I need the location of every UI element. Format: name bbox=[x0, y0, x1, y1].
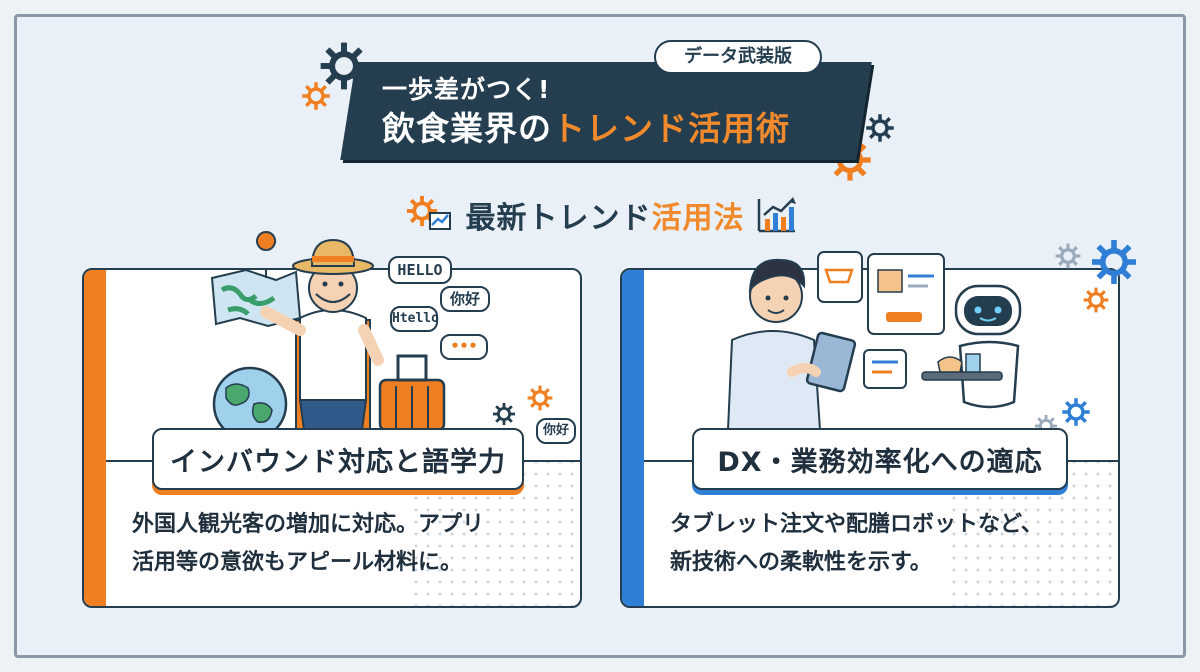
title-main: 飲食業界の bbox=[382, 109, 552, 148]
card-body-line1: 外国人観光客の増加に対応。アプリ bbox=[132, 512, 485, 537]
card-accent-bar bbox=[622, 270, 644, 606]
card-body: タブレット注文や配膳ロボットなど、 新技術への柔軟性を示す。 bbox=[670, 506, 1110, 582]
card-label-dx: DX・業務効率化への適応 bbox=[692, 428, 1068, 490]
gear-icon bbox=[1095, 243, 1133, 281]
speech-bubble-htello: Htello bbox=[390, 306, 439, 332]
robot-icon bbox=[921, 284, 1022, 409]
person-figure bbox=[260, 238, 384, 431]
title-line1: 一歩差がつく! bbox=[382, 75, 551, 104]
subtitle-text: 最新トレンド活用法 bbox=[466, 193, 745, 237]
gear-icon bbox=[527, 385, 553, 411]
card-body-line2: 活用等の意欲もアピール材料に。 bbox=[132, 550, 463, 575]
tablet-icon bbox=[787, 331, 857, 393]
section-subtitle: 最新トレンド活用法 bbox=[372, 188, 832, 242]
speech-bubble-nihao-small: 你好 bbox=[536, 418, 576, 444]
person-tablet-figure bbox=[726, 258, 822, 431]
subtitle-main: 最新トレンド bbox=[465, 201, 652, 236]
chart-icon bbox=[757, 197, 796, 233]
speech-bubble-dots: ••• bbox=[440, 334, 488, 360]
app-window-icons bbox=[817, 251, 945, 389]
gear-icon bbox=[1055, 243, 1081, 269]
gear-chart-icon bbox=[406, 195, 451, 230]
edition-tag: データ武装版 bbox=[654, 40, 822, 74]
card-label-inbound: インバウンド対応と語学力 bbox=[152, 428, 524, 490]
map-icon bbox=[210, 231, 302, 328]
title-accent: トレンド活用術 bbox=[552, 109, 790, 148]
card-body-line2: 新技術への柔軟性を示す。 bbox=[670, 550, 932, 575]
gear-icon bbox=[492, 402, 515, 426]
gear-icon bbox=[1062, 398, 1090, 426]
card-accent-bar bbox=[84, 270, 106, 606]
card-body: 外国人観光客の増加に対応。アプリ 活用等の意欲もアピール材料に。 bbox=[132, 506, 572, 582]
speech-bubble-hello: HELLO bbox=[388, 256, 452, 284]
title-line2: 飲食業界のトレンド活用術 bbox=[382, 106, 852, 152]
page-title: 一歩差がつく! 飲食業界のトレンド活用術 bbox=[382, 74, 852, 152]
card-body-line1: タブレット注文や配膳ロボットなど、 bbox=[670, 512, 1043, 537]
subtitle-accent: 活用法 bbox=[651, 201, 745, 236]
suitcase-icon bbox=[378, 354, 446, 432]
gear-icon bbox=[1083, 287, 1109, 313]
speech-bubble-nihao: 你好 bbox=[440, 286, 490, 312]
